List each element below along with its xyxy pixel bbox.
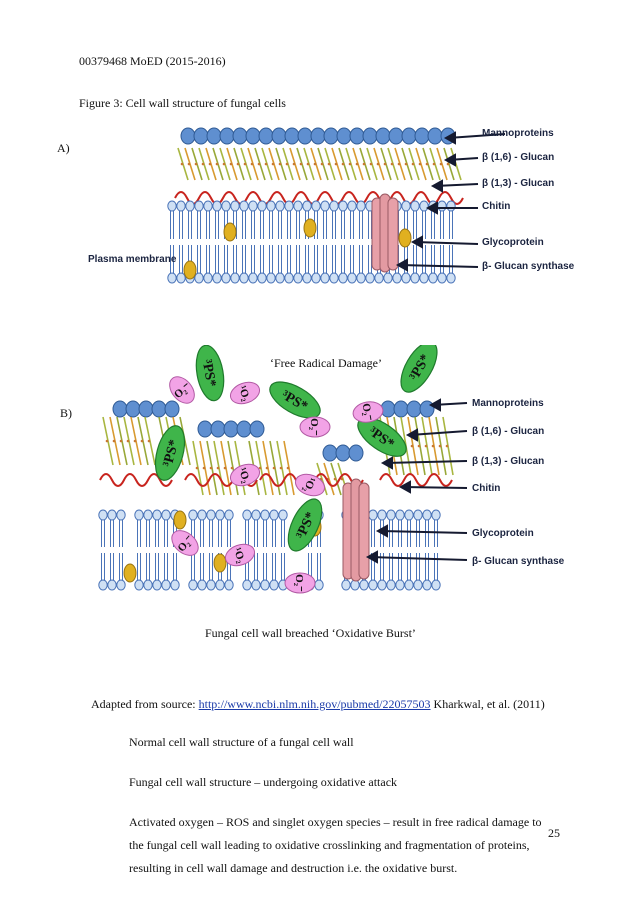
document-id: 00379468 MoED (2015-2016) (79, 54, 226, 68)
label-b-glucan13: β (1,3) - Glucan (472, 456, 545, 467)
panel-b-title: ‘Free Radical Damage’ (270, 356, 382, 370)
glucan-layer (177, 147, 462, 181)
label-a-glucan16: β (1,6) - Glucan (482, 152, 555, 163)
note-b: Fungal cell wall structure – undergoing … (129, 775, 398, 789)
svg-text:³PS*: ³PS* (161, 438, 183, 468)
svg-text:O₂⁻: O₂⁻ (360, 402, 375, 422)
panel-b-letter: B) (60, 406, 72, 420)
reactive-species: ³PS*³PS*³PS*³PS*³PS*³PS*O₂⁻¹O₂O₂⁻O₂⁻¹O₂¹… (154, 345, 438, 594)
label-a-plasma-membrane: Plasma membrane (88, 254, 177, 265)
source-suffix: Kharkwal, et al. (2011) (430, 697, 545, 711)
label-b-glucan16: β (1,6) - Glucan (472, 426, 545, 437)
page-number: 25 (548, 826, 560, 840)
glucan-synthase-protein (342, 478, 370, 582)
panel-b-caption: Fungal cell wall breached ‘Oxidative Bur… (205, 626, 416, 640)
plasma-membrane-damaged (98, 509, 441, 591)
label-b-glycoprotein: Glycoprotein (472, 528, 534, 539)
svg-text:¹O₂: ¹O₂ (236, 384, 253, 403)
svg-text:O₂⁻: O₂⁻ (308, 418, 320, 436)
glucan-layer-damaged (102, 416, 454, 496)
label-a-chitin: Chitin (482, 201, 511, 212)
note-a: Normal cell wall structure of a fungal c… (129, 735, 354, 749)
label-b-mannoproteins: Mannoproteins (472, 398, 544, 409)
svg-text:³PS*: ³PS* (199, 358, 219, 388)
panel-a-diagram (167, 127, 506, 284)
note-c: Activated oxygen – ROS and singlet oxyge… (129, 815, 542, 875)
svg-text:¹O₂: ¹O₂ (301, 475, 318, 494)
source-line: Adapted from source: http://www.ncbi.nlm… (91, 697, 545, 712)
mannoprotein-layer (180, 127, 456, 145)
label-arrows (365, 398, 468, 564)
source-prefix: Adapted from source: (91, 697, 199, 711)
glucan-synthase-protein (371, 193, 399, 273)
label-b-chitin: Chitin (472, 483, 501, 494)
panel-b-diagram: ³PS*³PS*³PS*³PS*³PS*³PS*O₂⁻¹O₂O₂⁻O₂⁻¹O₂¹… (98, 345, 468, 594)
label-a-mannoproteins: Mannoproteins (482, 128, 554, 139)
panel-a-letter: A) (57, 141, 70, 155)
label-b-synthase: β- Glucan synthase (472, 556, 565, 567)
source-link[interactable]: http://www.ncbi.nlm.nih.gov/pubmed/22057… (198, 697, 431, 711)
figure-caption: Figure 3: Cell wall structure of fungal … (79, 96, 286, 110)
label-a-glycoprotein: Glycoprotein (482, 237, 544, 248)
label-arrows (395, 131, 506, 272)
label-a-glucan13: β (1,3) - Glucan (482, 178, 555, 189)
svg-text:¹O₂: ¹O₂ (236, 466, 253, 485)
svg-text:O₂⁻: O₂⁻ (293, 574, 305, 592)
chitin-strands (174, 191, 464, 205)
svg-text:¹O₂: ¹O₂ (231, 546, 248, 565)
label-a-synthase: β- Glucan synthase (482, 261, 575, 272)
